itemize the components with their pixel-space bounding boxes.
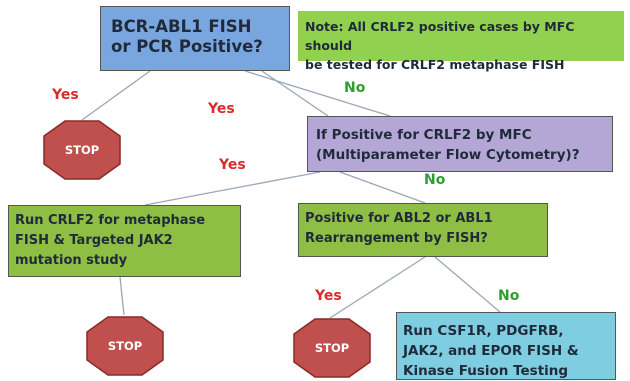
- crlf2-mfc-decision-box: If Positive for CRLF2 by MFC (Multiparam…: [307, 116, 613, 172]
- yes-label-abl-stop: Yes: [315, 288, 342, 304]
- connector-abl-to-stop: [329, 256, 426, 319]
- stop-sign-1: STOP: [43, 120, 121, 180]
- stop-sign-3: STOP: [293, 318, 371, 378]
- stop-sign-2: STOP: [86, 316, 164, 376]
- stop-octagon-icon: [43, 120, 121, 180]
- yes-label-crlf2: Yes: [208, 101, 235, 117]
- connector-crlf2-to-abl: [339, 171, 426, 204]
- stop-octagon-icon: [86, 316, 164, 376]
- stop-octagon-icon: [293, 318, 371, 378]
- connector-run-to-stop: [119, 276, 125, 316]
- run-crlf2-fish-box: Run CRLF2 for metaphase FISH & Targeted …: [8, 205, 241, 277]
- connector-start-no: [261, 70, 329, 117]
- yes-label-run-crlf2: Yes: [219, 157, 246, 173]
- bcr-abl1-decision-box: BCR-ABL1 FISH or PCR Positive?: [100, 6, 290, 71]
- stop-sign-label: STOP: [64, 143, 100, 157]
- connector-crlf2-to-run: [144, 171, 321, 206]
- note-box: Note: All CRLF2 positive cases by MFC sh…: [298, 11, 624, 72]
- connector-start-to-crlf2: [244, 70, 391, 117]
- no-label-csf1r: No: [498, 288, 520, 304]
- yes-label-start: Yes: [52, 87, 79, 103]
- run-csf1r-testing-box: Run CSF1R, PDGFRB, JAK2, and EPOR FISH &…: [396, 312, 616, 380]
- no-label-start: No: [344, 80, 366, 96]
- abl-rearrangement-decision-box: Positive for ABL2 or ABL1 Rearrangement …: [298, 203, 548, 257]
- no-label-abl: No: [424, 172, 446, 188]
- stop-sign-label: STOP: [314, 341, 350, 355]
- connector-start-to-stop: [81, 70, 151, 121]
- stop-sign-label: STOP: [107, 339, 143, 353]
- connector-abl-to-csf1r: [434, 256, 501, 313]
